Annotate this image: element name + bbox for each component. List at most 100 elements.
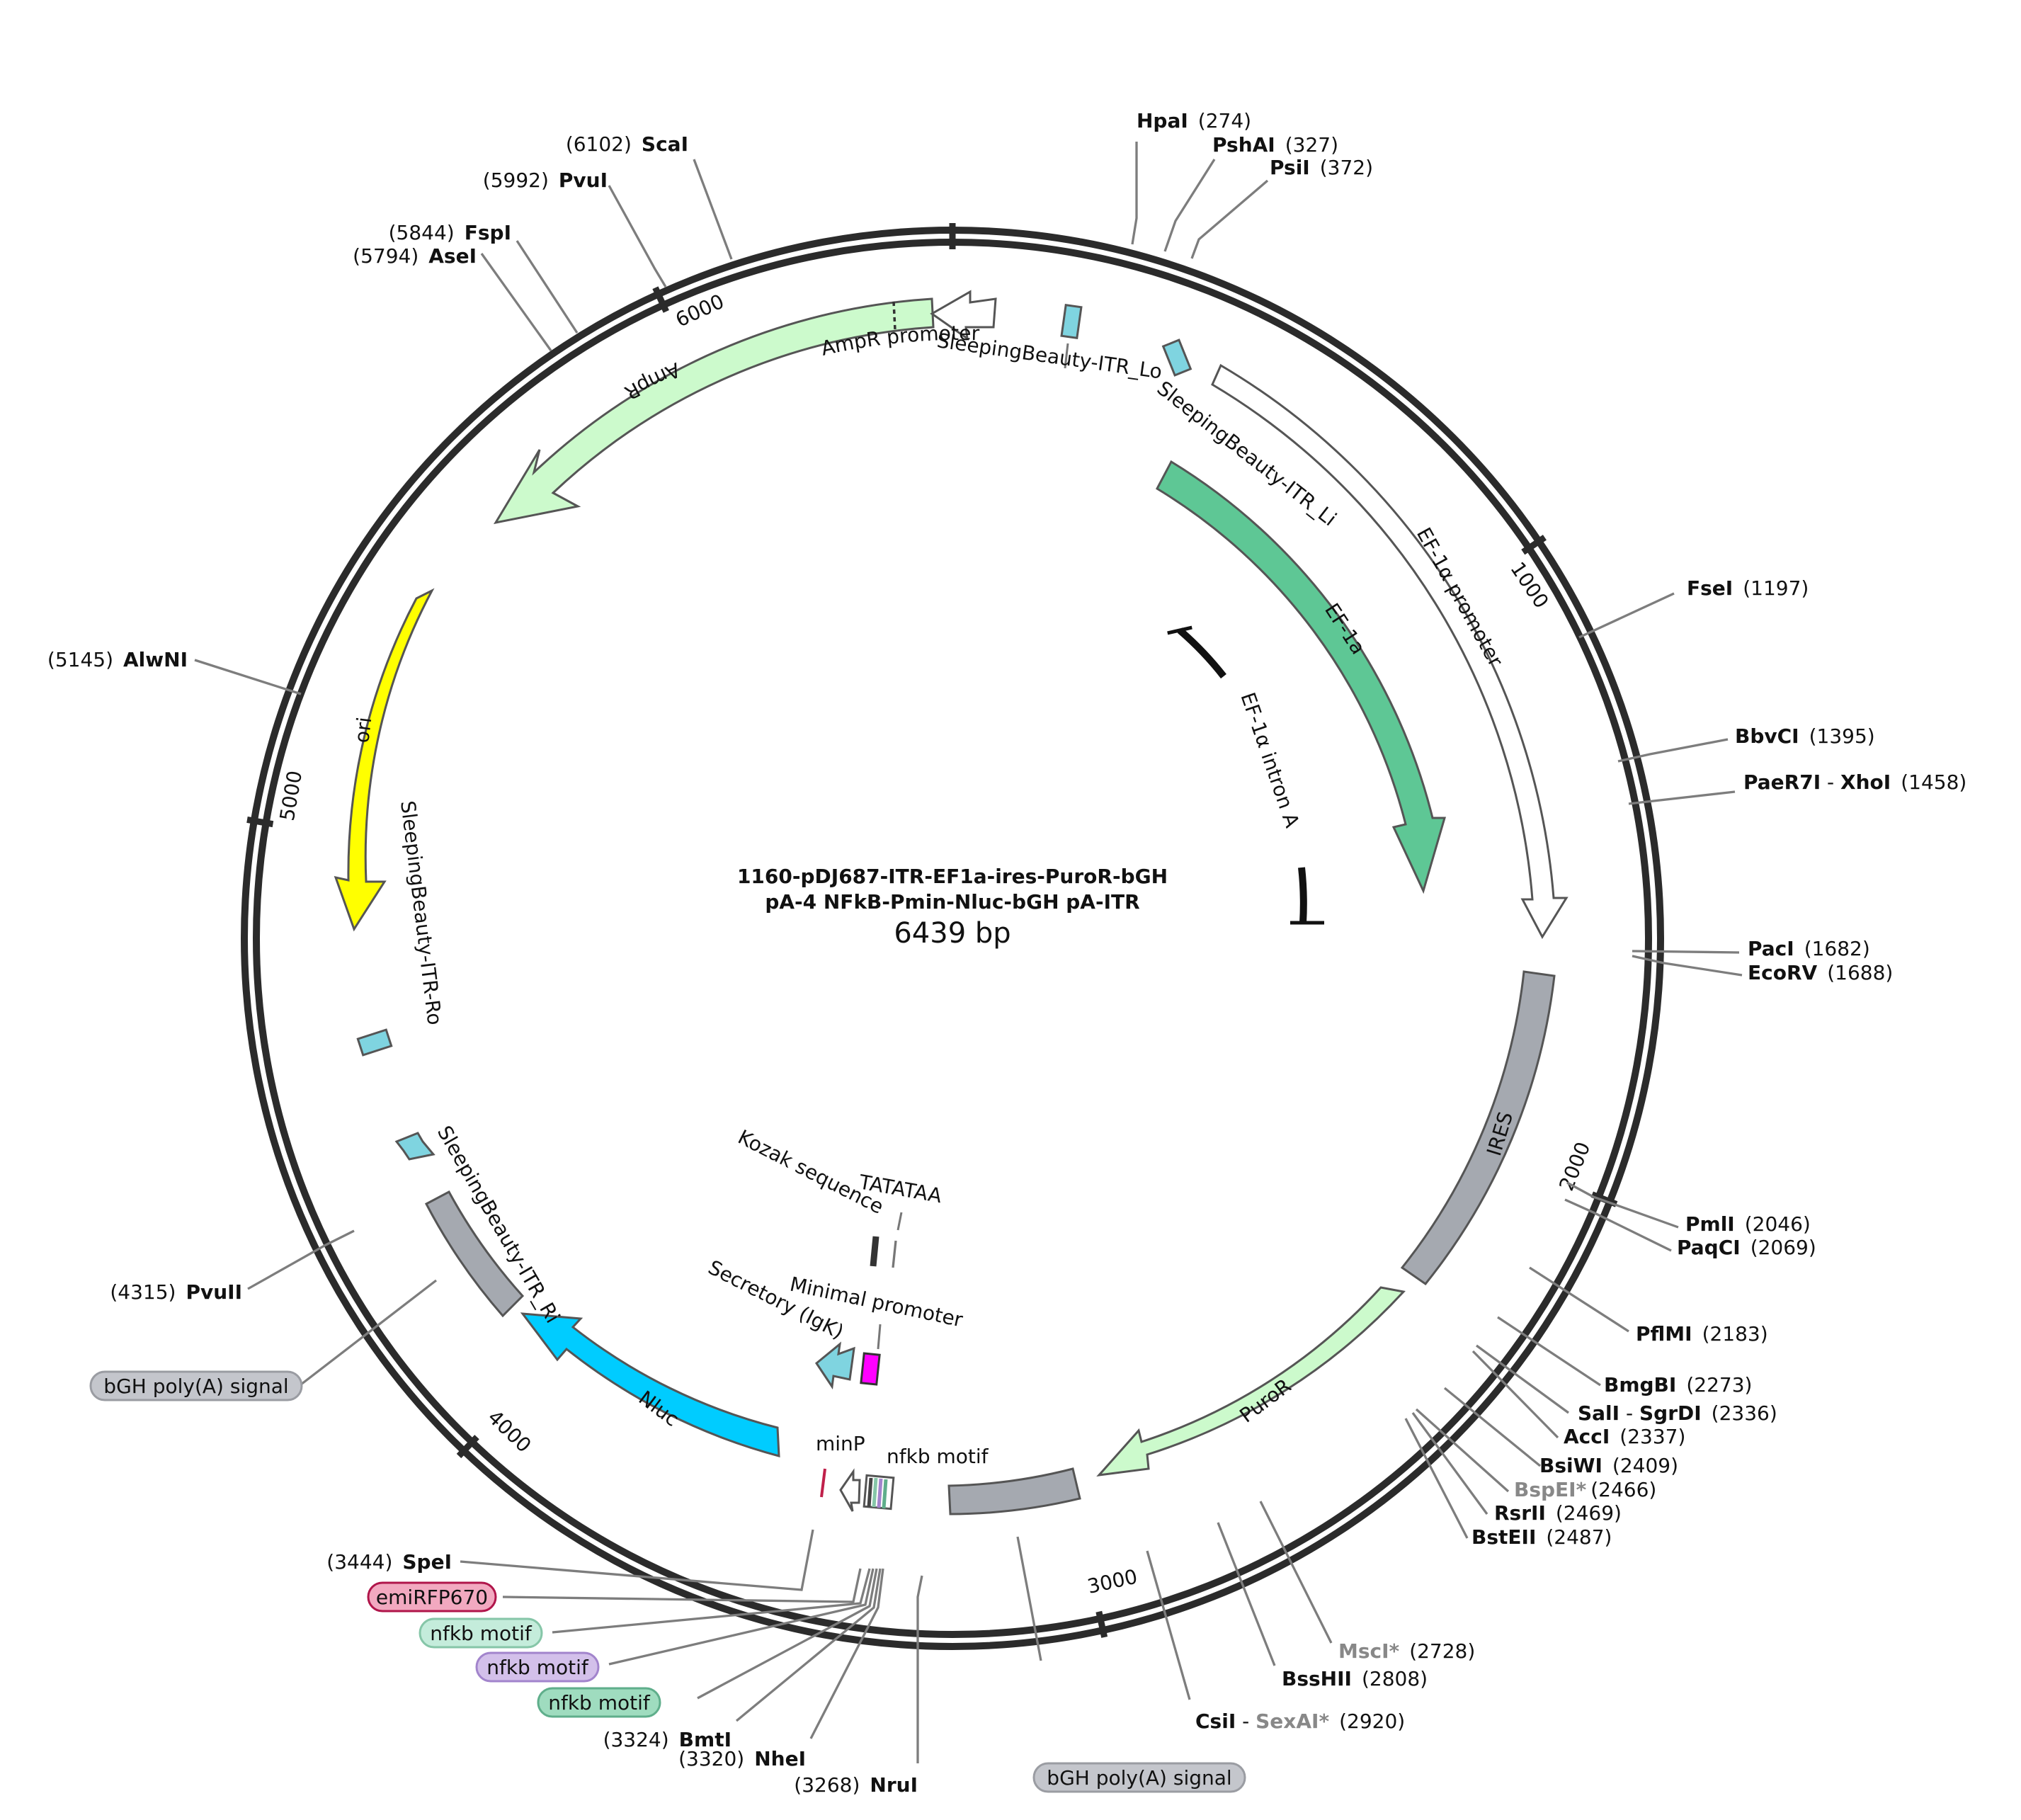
feature-bgh-polya-2[interactable] bbox=[947, 1467, 1081, 1515]
site-psii-name: PsiI bbox=[1270, 156, 1310, 179]
site-paqci-name: PaqCI bbox=[1677, 1236, 1741, 1259]
site-sgrdi-name: SgrDI bbox=[1639, 1401, 1702, 1425]
feature-nluc[interactable] bbox=[520, 1312, 780, 1457]
leader-pshai bbox=[1163, 159, 1216, 252]
site-bmgbi-name: BmgBI bbox=[1604, 1373, 1676, 1397]
leader-scai bbox=[693, 159, 733, 260]
leader-psii bbox=[1190, 179, 1269, 259]
feature-ef1a-promoter[interactable] bbox=[1211, 363, 1569, 940]
site-bmgbi: BmgBI (2273) bbox=[1604, 1373, 1752, 1397]
site-nhei-name: NheI bbox=[754, 1747, 806, 1770]
leader-bsiwi bbox=[1443, 1387, 1542, 1467]
tick-label-3000: 3000 bbox=[1086, 1565, 1140, 1598]
site-hpai-pos: (274) bbox=[1198, 109, 1251, 132]
site-pvuii-name: PvuII bbox=[186, 1280, 242, 1304]
leader-acci bbox=[1471, 1350, 1559, 1439]
label-minp: minP bbox=[816, 1432, 865, 1455]
map-title: 1160-pDJ687-ITR-EF1a-ires-PuroR-bGH pA-4… bbox=[737, 865, 1168, 950]
leader-bsteii bbox=[1404, 1418, 1469, 1539]
site-xhoi-pos: (1458) bbox=[1901, 770, 1966, 794]
feature-bgh-polya-1[interactable] bbox=[424, 1190, 525, 1318]
site-fspi-pos: (5844) bbox=[389, 221, 455, 244]
site-csii-sep: - bbox=[1236, 1710, 1256, 1733]
feature-secretory-igk[interactable] bbox=[814, 1341, 855, 1390]
pill-bgh-polya-bottom-text: bGH poly(A) signal bbox=[1047, 1766, 1231, 1790]
feature-ires[interactable] bbox=[1400, 970, 1556, 1286]
site-pflmi: PflMI(2183) bbox=[1636, 1322, 1768, 1346]
site-sali-pos: (2336) bbox=[1712, 1401, 1777, 1425]
site-scai-name: ScaI bbox=[642, 132, 688, 156]
pill-bgh-polya-left: bGH poly(A) signal bbox=[89, 1370, 303, 1401]
site-bsiwi-name: BsiWI bbox=[1539, 1454, 1602, 1477]
site-csii: CsiI - SexAI*(2920) bbox=[1195, 1710, 1405, 1733]
site-pshai-pos: (327) bbox=[1285, 133, 1338, 157]
intron-arc-lower bbox=[1298, 867, 1307, 923]
feature-minp-arrow[interactable] bbox=[839, 1468, 861, 1512]
site-ecorv-pos: (1688) bbox=[1827, 961, 1893, 984]
tick-4000 bbox=[456, 1435, 479, 1459]
site-fspi-name: FspI bbox=[465, 221, 511, 244]
pill-bgh-polya-left-text: bGH poly(A) signal bbox=[103, 1375, 288, 1398]
title-line-1: 1160-pDJ687-ITR-EF1a-ires-PuroR-bGH bbox=[737, 865, 1168, 888]
ampr-dotted-boundary bbox=[892, 301, 896, 331]
site-bsshii: BssHII(2808) bbox=[1282, 1667, 1428, 1690]
site-bmgbi-pos: (2273) bbox=[1686, 1373, 1752, 1397]
label-itr-ro: SleepingBeauty-ITR-Ro bbox=[396, 800, 447, 1026]
site-fsei-name: FseI bbox=[1687, 576, 1733, 600]
pill-nfkb-motif-2-text: nfkb motif bbox=[486, 1656, 589, 1679]
site-bsshii-name: BssHII bbox=[1282, 1667, 1352, 1690]
tatataa-leader bbox=[896, 1212, 903, 1231]
label-ef1a-promoter: EF-1α promoter bbox=[1412, 523, 1508, 671]
pill-nfkb-motif-1-bg bbox=[419, 1617, 543, 1649]
feature-itr-li[interactable] bbox=[1161, 339, 1192, 377]
leader-bmti bbox=[735, 1568, 882, 1722]
feature-tatataa[interactable] bbox=[892, 1240, 897, 1268]
site-scai-pos: (6102) bbox=[566, 132, 632, 156]
site-fsei: FseI (1197) bbox=[1687, 576, 1809, 600]
site-asei-pos: (5794) bbox=[353, 244, 419, 268]
leader-spei bbox=[460, 1529, 814, 1591]
feature-ampr[interactable] bbox=[493, 297, 935, 525]
ef1a-itr-lo-leader bbox=[1064, 343, 1069, 369]
site-bbvci-pos: (1395) bbox=[1809, 724, 1875, 748]
site-pvui-name: PvuI bbox=[559, 169, 608, 192]
site-msci-pos: (2728) bbox=[1409, 1639, 1475, 1663]
feature-itr-ri[interactable] bbox=[394, 1132, 435, 1161]
leader-msci bbox=[1259, 1501, 1333, 1644]
feature-kozak[interactable] bbox=[870, 1236, 879, 1267]
feature-ef1a-intron-a[interactable] bbox=[1167, 618, 1324, 925]
site-nrui-pos: (3268) bbox=[794, 1773, 860, 1797]
site-bbvci: BbvCI (1395) bbox=[1735, 724, 1875, 748]
feature-puror[interactable] bbox=[1096, 1286, 1406, 1477]
feature-ampr-promoter[interactable] bbox=[930, 290, 997, 341]
leader-bsshii bbox=[1217, 1522, 1276, 1666]
site-nrui: (3268) NruI bbox=[794, 1773, 918, 1797]
site-paci: PacI(1682) bbox=[1748, 937, 1870, 960]
feature-minp[interactable] bbox=[820, 1468, 826, 1498]
site-bsteii: BstEII(2487) bbox=[1471, 1525, 1612, 1549]
tick-label-1000: 1000 bbox=[1505, 557, 1553, 613]
label-nfkb-motif: nfkb motif bbox=[887, 1445, 989, 1468]
feature-ori[interactable] bbox=[334, 588, 435, 932]
leader-fsei bbox=[1578, 592, 1675, 639]
title-line-2: pA-4 NFkB-Pmin-Nluc-bGH pA-ITR bbox=[765, 890, 1139, 914]
leader-bgh2 bbox=[1016, 1536, 1042, 1661]
site-bmti-pos: (3324) bbox=[603, 1728, 669, 1751]
feature-itr-ro[interactable] bbox=[356, 1028, 393, 1057]
site-nrui-name: NruI bbox=[870, 1773, 918, 1797]
leader-emirfp bbox=[502, 1568, 862, 1603]
label-ef1a-intron: EF-1α intron A bbox=[1236, 690, 1304, 831]
feature-ef1a[interactable] bbox=[1156, 460, 1446, 894]
site-psii: PsiI(372) bbox=[1270, 156, 1373, 179]
feature-minimal-promoter[interactable] bbox=[860, 1352, 881, 1386]
site-pvui: (5992)PvuI bbox=[483, 169, 608, 192]
site-bbvci-name: BbvCI bbox=[1735, 724, 1799, 748]
pill-emirfp670: emiRFP670 bbox=[367, 1581, 497, 1613]
site-sexai-name: SexAI* bbox=[1256, 1710, 1329, 1733]
pill-nfkb-motif-2: nfkb motif bbox=[475, 1651, 600, 1683]
leader-bspei bbox=[1415, 1408, 1510, 1493]
feature-nfkb-motifs[interactable] bbox=[863, 1474, 895, 1511]
site-fsei-pos: (1197) bbox=[1743, 576, 1809, 600]
site-msci-name: MscI* bbox=[1338, 1639, 1400, 1663]
feature-itr-lo[interactable] bbox=[1060, 303, 1083, 340]
